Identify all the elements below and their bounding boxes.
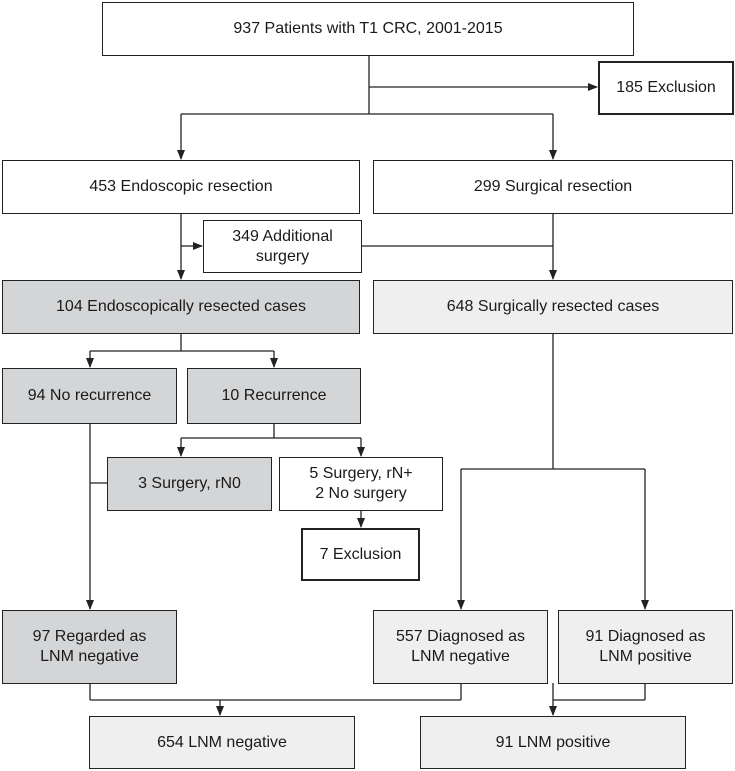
box-surgical-cases: 648 Surgically resected cases: [373, 280, 733, 334]
box-surgical-resection: 299 Surgical resection: [373, 160, 733, 214]
box-additional-surgery-line-1: 349 Additional: [232, 227, 333, 245]
box-endoscopic-cases: 104 Endoscopically resected cases: [2, 280, 360, 334]
box-diagnosed-lnm-positive-line-2: LNM positive: [599, 648, 692, 665]
box-surgical-cases-text: 648 Surgically resected cases: [446, 298, 660, 315]
box-regarded-lnm-negative: 97 Regarded as LNM negative: [2, 610, 177, 684]
box-surgery-rn-plus-line-2: 2 No surgery: [315, 485, 407, 502]
box-exclusion-7-text: 7 Exclusion: [319, 545, 402, 563]
box-diagnosed-lnm-positive-line-1: 91 Diagnosed as: [585, 628, 706, 645]
box-surgery-rn0-text: 3 Surgery, rN0: [138, 475, 241, 492]
box-recurrence-text: 10 Recurrence: [221, 387, 327, 404]
box-no-recurrence-text: 94 No recurrence: [27, 387, 152, 404]
box-regarded-lnm-negative-line-1: 97 Regarded as: [32, 628, 147, 645]
box-lnm-positive-total: 91 LNM positive: [420, 716, 686, 769]
box-lnm-positive-total-text: 91 LNM positive: [495, 733, 611, 751]
box-surgery-rn0: 3 Surgery, rN0: [107, 457, 272, 511]
box-endoscopic-resection-text: 453 Endoscopic resection: [89, 178, 273, 195]
box-no-recurrence: 94 No recurrence: [2, 368, 177, 424]
box-surgery-rn-plus: 5 Surgery, rN+ 2 No surgery: [279, 457, 443, 511]
box-surgery-rn-plus-line-1: 5 Surgery, rN+: [309, 465, 413, 482]
box-total-patients-text: 937 Patients with T1 CRC, 2001-2015: [233, 20, 503, 37]
box-additional-surgery-line-2: surgery: [255, 247, 310, 265]
box-exclusion-185: 185 Exclusion: [598, 61, 734, 115]
box-endoscopic-resection: 453 Endoscopic resection: [2, 160, 360, 214]
box-endoscopic-cases-text: 104 Endoscopically resected cases: [56, 298, 306, 315]
box-lnm-negative-total-text: 654 LNM negative: [157, 733, 287, 751]
box-regarded-lnm-negative-line-2: LNM negative: [40, 648, 139, 665]
box-exclusion-185-text: 185 Exclusion: [616, 79, 716, 96]
box-surgical-resection-text: 299 Surgical resection: [473, 178, 633, 195]
box-total-patients: 937 Patients with T1 CRC, 2001-2015: [102, 2, 634, 56]
box-additional-surgery: 349 Additional surgery: [203, 220, 362, 273]
box-lnm-negative-total: 654 LNM negative: [89, 716, 355, 769]
box-diagnosed-lnm-negative-line-2: LNM negative: [411, 648, 510, 665]
box-diagnosed-lnm-negative-line-1: 557 Diagnosed as: [396, 628, 525, 645]
box-diagnosed-lnm-positive: 91 Diagnosed as LNM positive: [558, 610, 733, 684]
box-diagnosed-lnm-negative: 557 Diagnosed as LNM negative: [373, 610, 548, 684]
box-exclusion-7: 7 Exclusion: [301, 528, 420, 581]
box-recurrence: 10 Recurrence: [187, 368, 361, 424]
